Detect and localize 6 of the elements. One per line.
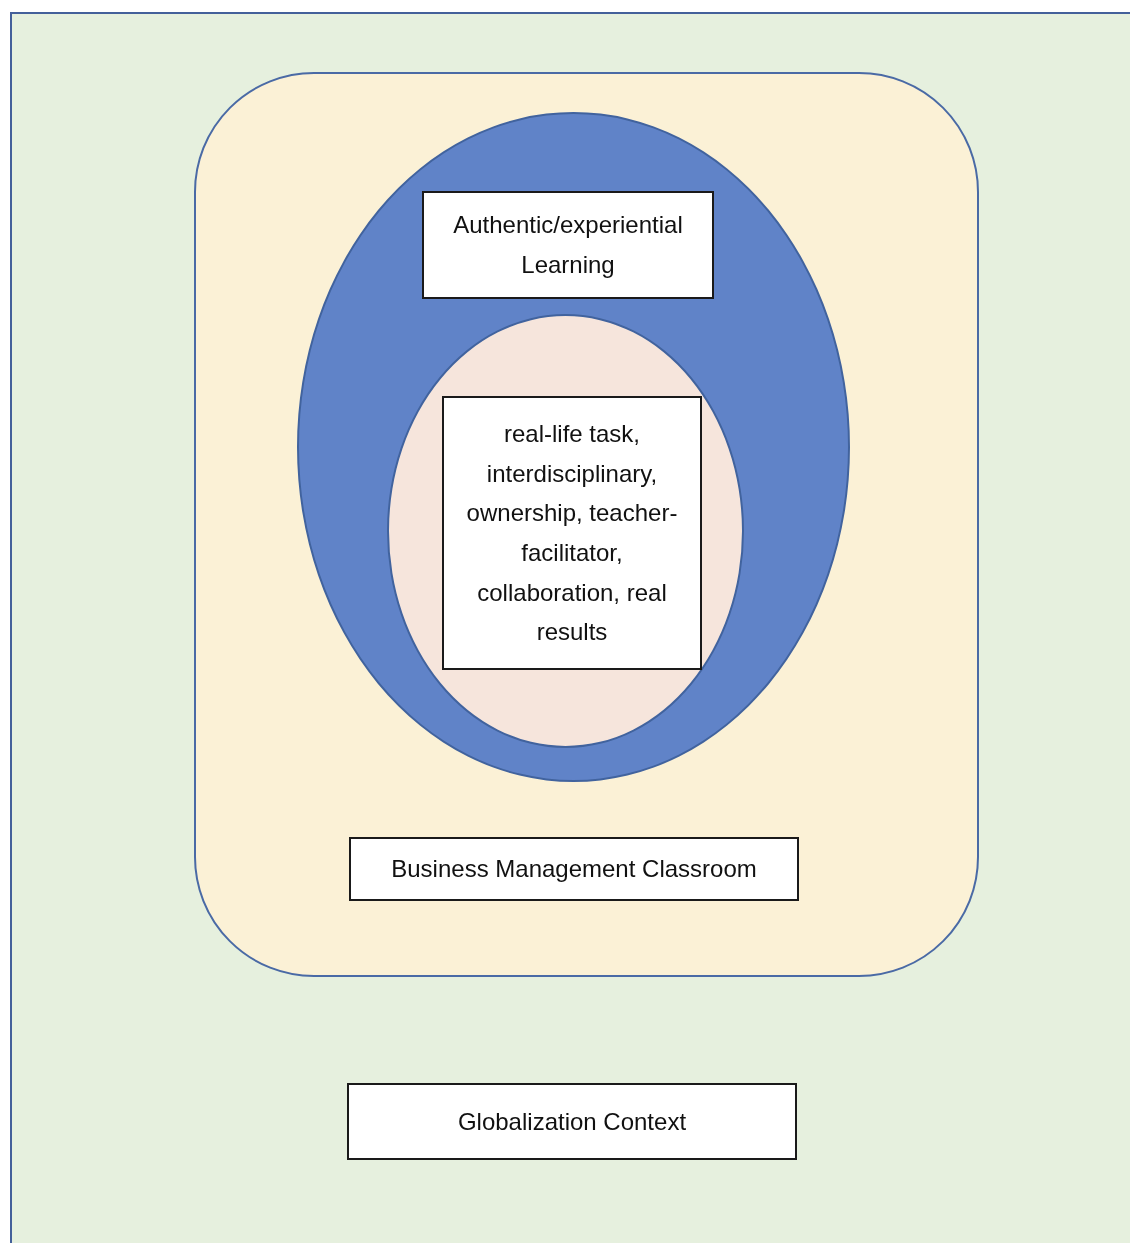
label-box: real-life task, interdisciplinary, ownership, teacher-facilitator, collaboration, real results xyxy=(442,396,702,670)
label-box: Authentic/experiential Learning xyxy=(422,191,714,299)
background-panel xyxy=(10,12,1130,1243)
label-box: Business Management Classroom xyxy=(349,837,799,901)
label-box: Globalization Context xyxy=(347,1083,797,1160)
rounded-panel xyxy=(194,72,979,977)
